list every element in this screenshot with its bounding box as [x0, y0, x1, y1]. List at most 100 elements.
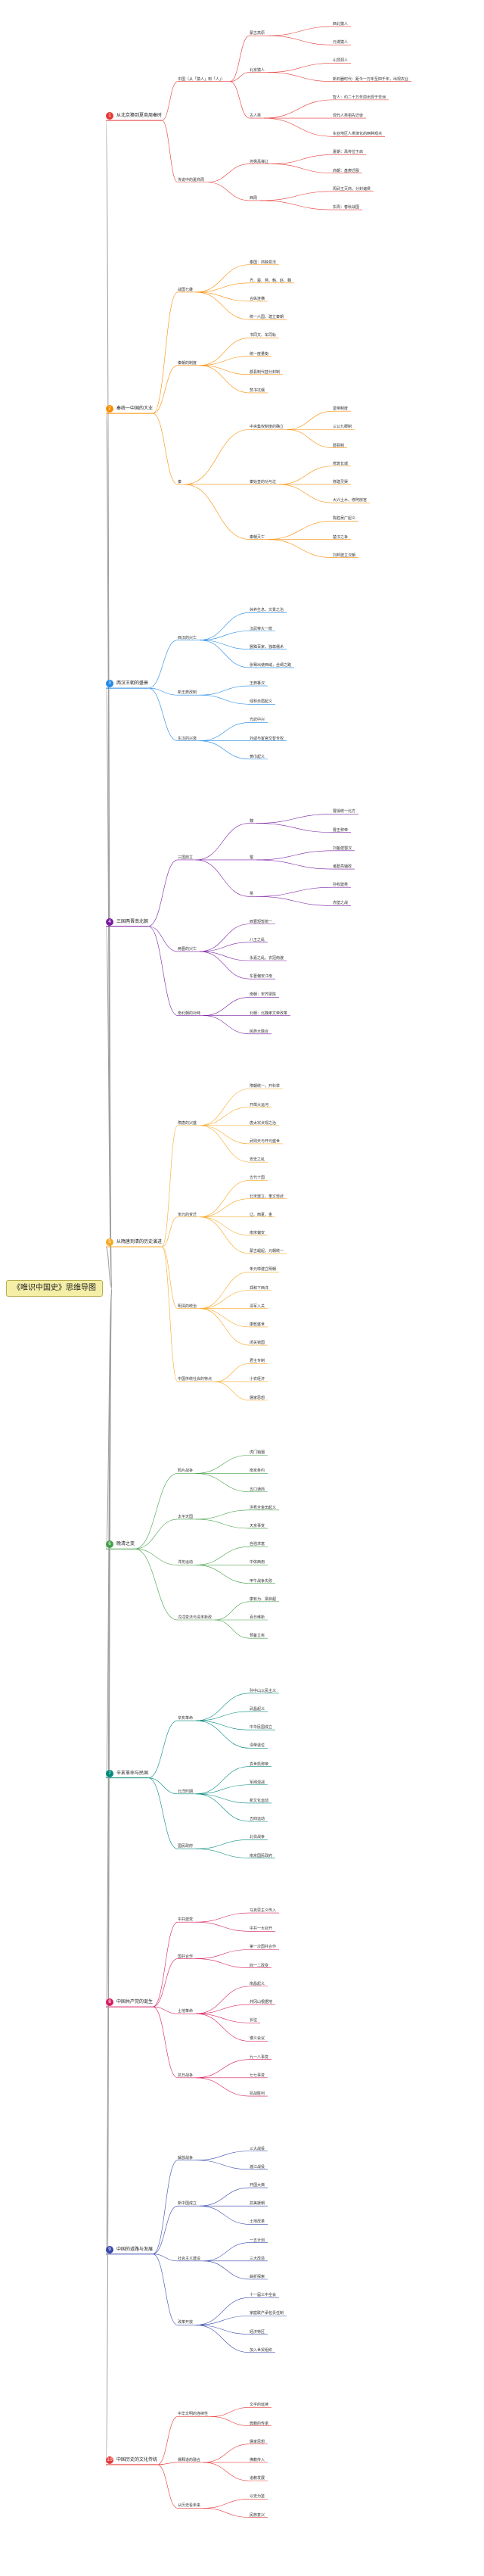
topic-node[interactable]: 甲午战争失败	[250, 1578, 273, 1584]
topic-node[interactable]: 抗美援朝	[250, 2201, 265, 2207]
topic-node[interactable]: 洪秀全金田起义	[250, 1505, 277, 1510]
topic-node[interactable]: 修筑长城	[333, 461, 349, 466]
topic-node[interactable]: 戊戌变法与清末新政	[178, 1615, 213, 1620]
topic-node[interactable]: 中国传统社会的特点	[178, 1377, 213, 1382]
topic-node[interactable]: 诸葛亮辅政	[333, 864, 352, 870]
topic-node[interactable]: 君主专制	[250, 1359, 265, 1364]
topic-node[interactable]: 北伐战争	[250, 1835, 265, 1840]
topic-node[interactable]: 马克思主义传入	[250, 1908, 277, 1914]
topic-node[interactable]: 古人类	[250, 114, 262, 119]
topic-node[interactable]: 中共建党	[178, 1917, 194, 1923]
topic-node[interactable]: 东晋偏安江南	[250, 974, 273, 980]
topic-node[interactable]: 元谋猿人	[333, 40, 349, 45]
topic-node[interactable]: 南北朝的对峙	[178, 1011, 201, 1016]
topic-node[interactable]: 南京国民政府	[250, 1853, 273, 1858]
topic-node[interactable]: 太平天国	[178, 1514, 194, 1519]
topic-node[interactable]: 民族大融合	[250, 1029, 269, 1034]
topic-node[interactable]: 天京事变	[250, 1524, 265, 1529]
topic-node[interactable]: 预备立宪	[250, 1634, 265, 1639]
topic-node[interactable]: 郡县制代替分封制	[250, 369, 281, 375]
topic-node[interactable]: 武则天与开元盛世	[250, 1138, 281, 1144]
topic-node[interactable]: 三公九卿制	[333, 425, 352, 430]
topic-node[interactable]: 北朝：北魏孝文帝改革	[250, 1011, 288, 1016]
topic-node[interactable]: 统一六国，建立秦朝	[250, 315, 284, 320]
topic-node[interactable]: 新文化运动	[250, 1798, 269, 1803]
topic-node[interactable]: 焚书坑儒	[250, 388, 265, 393]
topic-node[interactable]: 清帝退位	[250, 1743, 265, 1749]
topic-node[interactable]: 家庭联产承包责任制	[250, 2311, 284, 2316]
topic-node[interactable]: 自强求富	[250, 1542, 265, 1547]
topic-node[interactable]: 第一次国共合作	[250, 1945, 277, 1950]
topic-node[interactable]: 开国大典	[250, 2183, 265, 2188]
topic-node[interactable]: 秦始皇的功与过	[250, 479, 277, 484]
topic-node[interactable]: 南宋偏安	[250, 1230, 265, 1235]
topic-node[interactable]: 郑和下西洋	[250, 1285, 269, 1291]
topic-node[interactable]: 中国（从「猿人」到「人」）	[178, 76, 225, 82]
topic-node[interactable]: 现代人类祖先迁徙	[333, 114, 364, 119]
topic-node[interactable]: 战国七雄	[178, 287, 194, 292]
topic-node[interactable]: 永嘉之乱，衣冠南渡	[250, 956, 284, 961]
topic-node[interactable]: 传说中的夏商周	[178, 177, 205, 182]
topic-node[interactable]: 张骞出使西域，丝绸之路	[250, 662, 292, 668]
topic-node[interactable]: 罢黜百家，独尊儒术	[250, 644, 284, 649]
topic-node[interactable]: 宋元的变迁	[178, 1212, 197, 1217]
topic-node[interactable]: 刘备建蜀汉	[333, 846, 352, 851]
topic-node[interactable]: 山顶洞人	[333, 58, 349, 64]
topic-node[interactable]: 开凿大运河	[250, 1102, 269, 1107]
topic-node[interactable]: 南朝：宋齐梁陈	[250, 992, 277, 998]
topic-node[interactable]: 九一八事变	[250, 2054, 269, 2060]
topic-node[interactable]: 唐太宗贞观之治	[250, 1120, 277, 1126]
topic-node[interactable]: 佛教传入	[250, 2457, 265, 2462]
topic-node[interactable]: 赤壁之战	[333, 901, 349, 906]
topic-node[interactable]: 新中国成立	[178, 2201, 197, 2207]
topic-node[interactable]: 改革开放	[178, 2320, 194, 2325]
topic-node[interactable]: 军阀混战	[250, 1780, 265, 1785]
topic-node[interactable]: 社会主义建设	[178, 2256, 201, 2261]
topic-node[interactable]: 七七事变	[250, 2073, 265, 2078]
topic-node[interactable]: 长征	[250, 2018, 258, 2023]
topic-node[interactable]: 儒释道的融合	[178, 2457, 201, 2462]
topic-node[interactable]: 北宋建立，重文轻武	[250, 1194, 284, 1199]
topic-node[interactable]: 休养生息，文景之治	[250, 608, 284, 613]
topic-node[interactable]: 百日维新	[250, 1615, 265, 1620]
topic-node[interactable]: 西北猿人	[333, 22, 349, 27]
topic-node[interactable]: 齐、楚、燕、韩、赵、魏	[250, 278, 292, 283]
topic-node[interactable]: 秦国：商鞅变法	[250, 260, 277, 265]
topic-node[interactable]: 以史为鉴	[250, 2494, 265, 2500]
topic-node[interactable]: 加入世贸组织	[250, 2347, 273, 2353]
topic-node[interactable]: 北洋时期	[178, 1789, 194, 1794]
topic-node[interactable]: 皇帝制度	[333, 406, 349, 412]
topic-node[interactable]: 五口通商	[250, 1487, 265, 1492]
topic-node[interactable]: 吴	[250, 892, 254, 897]
topic-node[interactable]: 尧舜禹禅让	[250, 159, 269, 164]
topic-node[interactable]: 北京猿人	[250, 67, 265, 73]
topic-node[interactable]: 民族复兴	[250, 2512, 265, 2518]
topic-node[interactable]: 辛亥革命	[178, 1716, 194, 1721]
topic-node[interactable]: 新王莽改制	[178, 690, 197, 696]
topic-node[interactable]: 西晋短暂统一	[250, 919, 273, 924]
topic-node[interactable]: 陈胜吴广起义	[333, 516, 356, 522]
topic-node[interactable]: 刘邦建立汉朝	[333, 553, 356, 558]
topic-node[interactable]: 新石器时代：距今一万年至四千年，出现农业	[333, 76, 409, 82]
topic-node[interactable]: 夏朝：禹传位于启	[333, 150, 364, 155]
topic-node[interactable]: 小农经济	[250, 1377, 265, 1382]
topic-node[interactable]: 东汉的兴衰	[178, 736, 197, 741]
topic-node[interactable]: 国民政府	[178, 1844, 194, 1849]
topic-node[interactable]: 袁世凯称帝	[250, 1761, 269, 1767]
topic-node[interactable]: 秦朝灭亡	[250, 534, 265, 540]
topic-node[interactable]: 智人：约二十万年前出现于非洲	[333, 95, 386, 100]
topic-node[interactable]: 合纵连横	[250, 297, 265, 301]
topic-node[interactable]: 绿林赤眉起义	[250, 699, 273, 705]
topic-node[interactable]: 从历史看未来	[178, 2503, 201, 2509]
topic-node[interactable]: 土地革命	[178, 2009, 194, 2014]
topic-node[interactable]: 西周	[250, 195, 258, 201]
topic-node[interactable]: 中体西用	[250, 1560, 265, 1565]
topic-node[interactable]: 闭关锁国	[250, 1341, 265, 1346]
topic-node[interactable]: 儒家思想	[250, 2439, 265, 2444]
